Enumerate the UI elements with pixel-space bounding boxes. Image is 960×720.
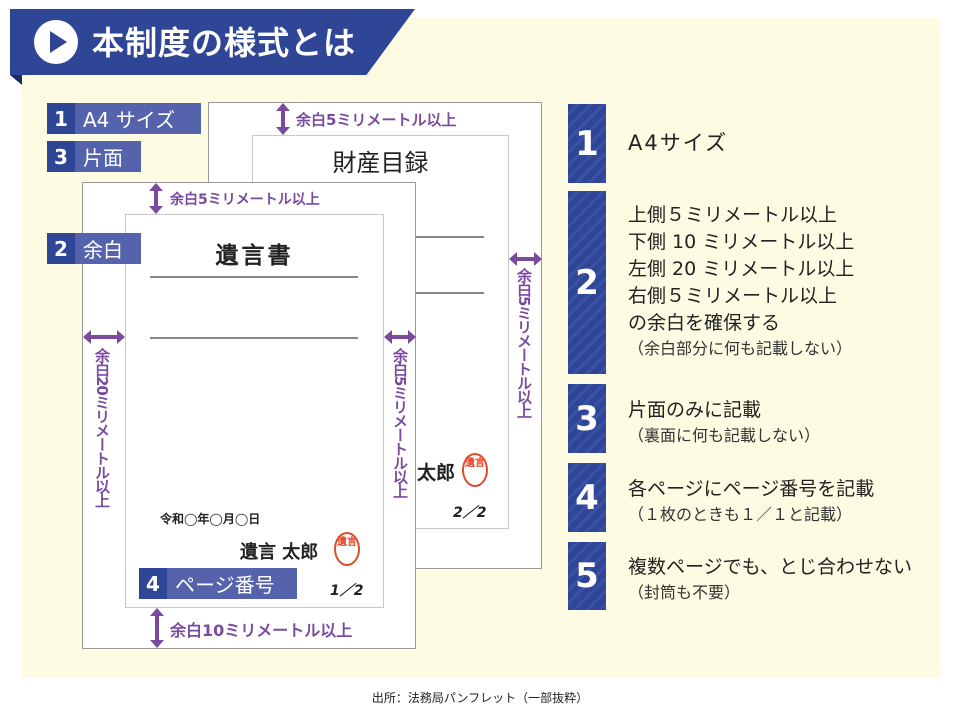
horizontal-arrow-icon bbox=[509, 252, 542, 266]
rule-number: 1 bbox=[568, 104, 606, 183]
page-title: 本制度の様式とは bbox=[92, 24, 357, 62]
tag-label: ページ番号 bbox=[167, 568, 297, 599]
rule-note: （裏面に何も記載しない） bbox=[628, 426, 821, 445]
seal-stamp: 遺言 bbox=[334, 532, 360, 566]
back-signature: 太郎 bbox=[417, 462, 456, 484]
back-page-number: 2／2 bbox=[453, 505, 487, 521]
tag-label: A4 サイズ bbox=[75, 103, 201, 134]
horizontal-arrow-icon bbox=[83, 330, 125, 344]
banner-fold bbox=[10, 75, 22, 85]
text-line bbox=[150, 276, 358, 278]
rule-line: の余白を確保する bbox=[628, 312, 781, 334]
text-line bbox=[412, 292, 484, 294]
rule-line: 上側５ミリメートル以上 bbox=[628, 204, 838, 226]
tag-label: 余白 bbox=[75, 233, 141, 264]
vertical-arrow-icon bbox=[150, 608, 164, 648]
rule-line: 複数ページでも、とじ合わせない bbox=[628, 556, 913, 578]
back-right-margin-label: 余白5ミリメートル以上 bbox=[515, 268, 533, 418]
rule-number: 4 bbox=[568, 463, 606, 532]
vertical-arrow-icon bbox=[149, 183, 163, 214]
text-line bbox=[150, 337, 358, 339]
play-icon bbox=[34, 20, 78, 64]
rule-number: 3 bbox=[568, 384, 606, 453]
rule-line: 下側 10 ミリメートル以上 bbox=[628, 231, 855, 253]
horizontal-arrow-icon bbox=[384, 330, 416, 344]
rule-number: 2 bbox=[568, 191, 606, 374]
front-right-margin-label: 余白5ミリメートル以上 bbox=[391, 348, 409, 498]
rule-5-text: 複数ページでも、とじ合わせない （封筒も不要） bbox=[628, 554, 912, 605]
rule-line: 右側５ミリメートル以上 bbox=[628, 285, 838, 307]
rule-line: 片面のみに記載 bbox=[628, 399, 762, 421]
tag-number: 1 bbox=[47, 103, 75, 134]
rule-note: （余白部分に何も記載しない） bbox=[628, 339, 853, 358]
tag-number: 2 bbox=[47, 233, 75, 264]
vertical-arrow-icon bbox=[276, 103, 290, 135]
date-line: 令和◯年◯月◯日 bbox=[160, 512, 261, 526]
rule-number: 5 bbox=[568, 542, 606, 610]
front-page-number: 1／2 bbox=[330, 583, 364, 599]
rule-text: A4サイズ bbox=[628, 131, 729, 155]
front-signature: 遺言 太郎 bbox=[240, 542, 319, 563]
source-caption: 出所：法務局パンフレット（一部抜粋） bbox=[371, 691, 589, 705]
rule-line: 各ページにページ番号を記載 bbox=[628, 478, 875, 500]
tag-label: 片面 bbox=[75, 141, 141, 172]
rule-4-text: 各ページにページ番号を記載 （１枚のときも１／１と記載） bbox=[628, 476, 874, 527]
front-page-title: 遺言書 bbox=[215, 242, 294, 269]
rule-note: （１枚のときも１／１と記載） bbox=[628, 505, 853, 524]
rule-2-text: 上側５ミリメートル以上 下側 10 ミリメートル以上 左側 20 ミリメートル以… bbox=[628, 202, 854, 361]
tag-number: 4 bbox=[139, 568, 167, 599]
tag-number: 3 bbox=[47, 141, 75, 172]
rule-line: 左側 20 ミリメートル以上 bbox=[628, 258, 855, 280]
text-line bbox=[412, 236, 484, 238]
rule-3-text: 片面のみに記載 （裏面に何も記載しない） bbox=[628, 397, 820, 448]
back-top-margin-label: 余白5ミリメートル以上 bbox=[296, 111, 457, 129]
front-left-margin-label: 余白20ミリメートル以上 bbox=[93, 348, 111, 507]
front-top-margin-label: 余白5ミリメートル以上 bbox=[170, 192, 320, 208]
seal-stamp: 遺言 bbox=[462, 453, 488, 487]
front-bottom-margin-label: 余白10ミリメートル以上 bbox=[170, 621, 353, 640]
back-page-title: 財産目録 bbox=[332, 149, 429, 177]
rule-note: （封筒も不要） bbox=[628, 583, 741, 602]
